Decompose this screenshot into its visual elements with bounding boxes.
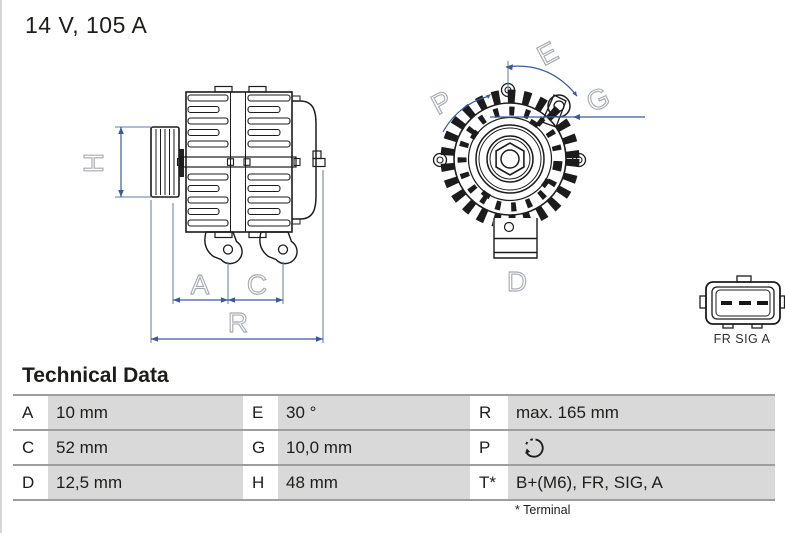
- technical-data-heading: Technical Data: [22, 364, 169, 387]
- alternator-body: [176, 85, 326, 265]
- table-row: C 52 mm G 10,0 mm P: [13, 431, 775, 466]
- front-view-foot: [493, 218, 538, 259]
- through-bolt-rail: [176, 156, 301, 168]
- dim-label-G: G: [582, 81, 615, 118]
- spec-value-H: 48 mm: [278, 466, 470, 499]
- dim-label-C: C: [247, 269, 267, 300]
- technical-drawing: H A C R: [77, 35, 785, 346]
- table-row: D 12,5 mm H 48 mm T* B+(M6), FR, SIG, A: [13, 466, 775, 501]
- dim-label-R: R: [228, 307, 248, 338]
- spec-key-A: A: [13, 396, 48, 429]
- spec-key-R: R: [470, 396, 508, 429]
- rear-bracket-fins: [247, 94, 291, 227]
- dim-label-H: H: [78, 153, 109, 173]
- spec-key-E: E: [243, 396, 278, 429]
- mounting-lugs: [204, 231, 298, 265]
- terminal-stud: [312, 150, 326, 168]
- spec-value-G: 10,0 mm: [278, 431, 470, 464]
- spec-value-R: max. 165 mm: [508, 396, 775, 429]
- technical-data-table: A 10 mm E 30 ° R max. 165 mm C 52 mm G 1…: [13, 394, 775, 501]
- page-left-border: [0, 0, 2, 533]
- dim-label-P: P: [426, 85, 457, 121]
- spec-key-H: H: [243, 466, 278, 499]
- spec-key-T: T*: [470, 466, 508, 499]
- spec-key-P: P: [470, 431, 508, 464]
- terminal-footnote: * Terminal: [515, 503, 571, 517]
- spec-value-A: 10 mm: [48, 396, 243, 429]
- spec-key-G: G: [243, 431, 278, 464]
- spec-value-C: 52 mm: [48, 431, 243, 464]
- rear-cover: [292, 100, 317, 220]
- front-bracket-fins: [187, 94, 229, 227]
- spec-value-D: 12,5 mm: [48, 466, 243, 499]
- dim-label-E: E: [532, 36, 563, 72]
- spec-value-P: [508, 431, 775, 464]
- spec-value-T: B+(M6), FR, SIG, A: [508, 466, 775, 499]
- housing-rings: [440, 89, 580, 229]
- connector-diagram: FR SIG A: [699, 275, 785, 346]
- spec-key-D: D: [13, 466, 48, 499]
- alternator-side-view: H A C R: [77, 85, 326, 343]
- connector-pins: [721, 301, 768, 305]
- spec-value-E: 30 °: [278, 396, 470, 429]
- connector-pin-labels: FR SIG A: [714, 332, 771, 346]
- side-view-dimensions: H A C R: [77, 126, 324, 343]
- table-row: A 10 mm E 30 ° R max. 165 mm: [13, 396, 775, 431]
- alternator-front-view: E P G D: [425, 35, 645, 298]
- dim-label-D: D: [507, 266, 527, 297]
- dim-label-A: A: [191, 269, 210, 300]
- rating-title: 14 V, 105 A: [25, 12, 148, 38]
- rotation-direction-icon: [525, 437, 544, 458]
- spec-key-C: C: [13, 431, 48, 464]
- pulley: [150, 126, 184, 198]
